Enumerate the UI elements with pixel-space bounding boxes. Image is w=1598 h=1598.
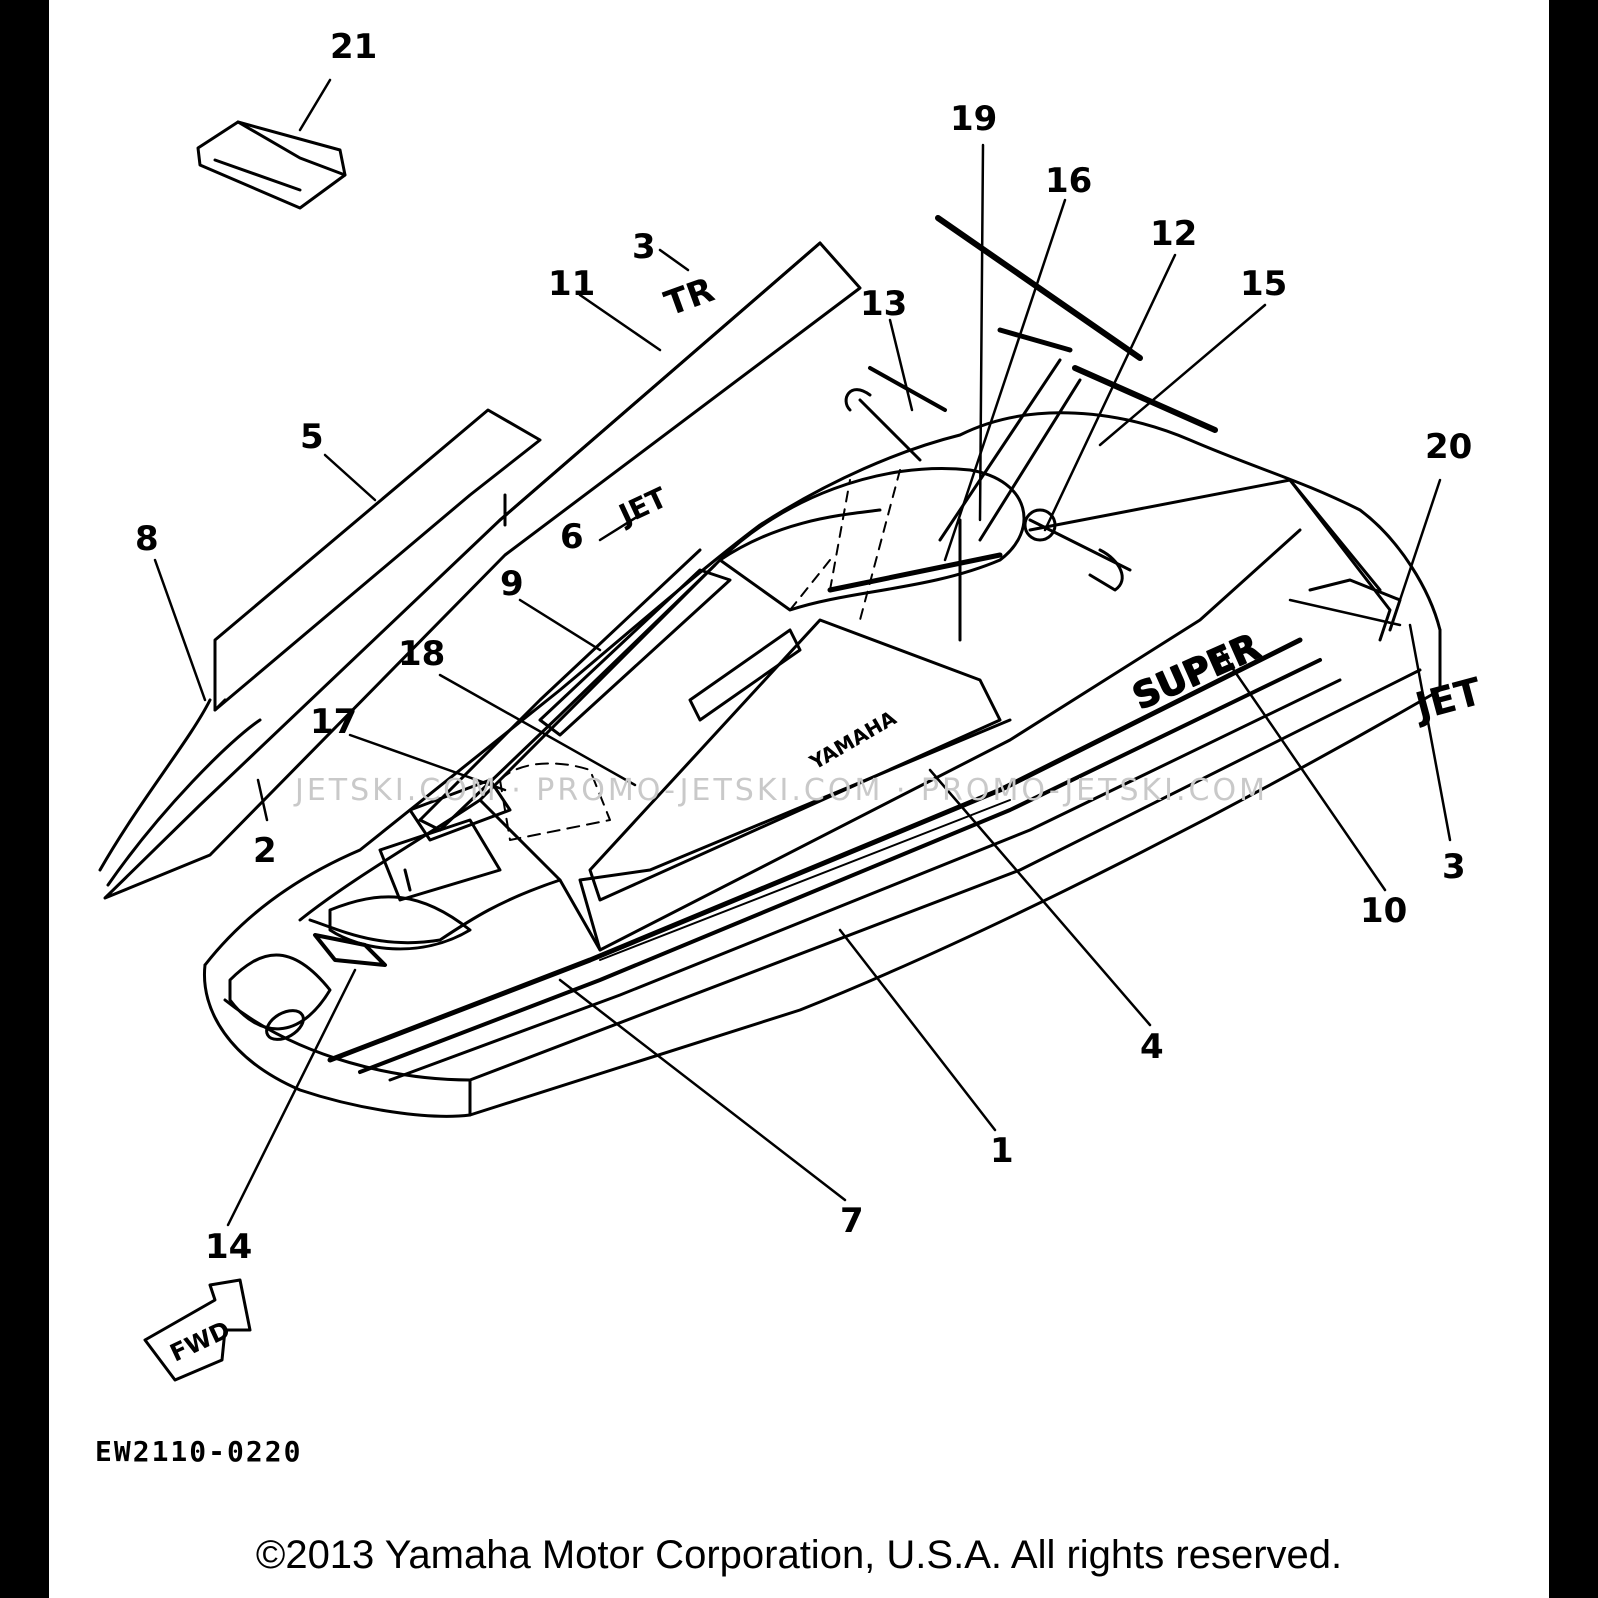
- callout-1: 1: [990, 1131, 1014, 1171]
- callout-20: 20: [1425, 427, 1472, 467]
- callout-2: 2: [253, 831, 277, 871]
- callout-6: 6: [560, 517, 584, 557]
- copyright-notice: ©2013 Yamaha Motor Corporation, U.S.A. A…: [255, 1533, 1343, 1577]
- part-8-2-strip: [98, 698, 262, 887]
- callout-numbers: 21 3 11 19 16 12 13 15 5 8 6 9 18 17 2 2…: [135, 27, 1472, 1267]
- part-21-pad: [196, 120, 347, 210]
- callout-3-top: 3: [632, 227, 656, 267]
- callout-7: 7: [840, 1201, 864, 1241]
- callout-21: 21: [330, 27, 377, 67]
- callout-12: 12: [1150, 214, 1197, 254]
- callout-5: 5: [300, 417, 324, 457]
- callout-11: 11: [548, 264, 595, 304]
- callout-10: 10: [1360, 891, 1407, 931]
- decal-jet-top: JET: [612, 481, 672, 532]
- decal-super: SUPER: [1127, 626, 1266, 718]
- callout-19: 19: [950, 99, 997, 139]
- callout-14: 14: [205, 1227, 252, 1267]
- callout-16: 16: [1045, 161, 1092, 201]
- callout-15: 15: [1240, 264, 1287, 304]
- decal-tr: TR: [659, 270, 719, 324]
- callout-17: 17: [310, 702, 357, 742]
- part-5-panel: [213, 408, 542, 712]
- part-11-side-strip: [103, 241, 862, 900]
- callout-8: 8: [135, 519, 159, 559]
- drawing-code: EW2110-0220: [95, 1435, 303, 1468]
- diagram-sheet: [49, 0, 1549, 1598]
- callout-3-right: 3: [1442, 847, 1466, 887]
- callout-13: 13: [860, 284, 907, 324]
- leader-lines: [153, 78, 1452, 1227]
- decal-yamaha: YAMAHA: [805, 705, 901, 774]
- hull-body: [202, 358, 1442, 1118]
- fwd-arrow: FWD: [143, 1278, 252, 1382]
- callout-9: 9: [500, 564, 524, 604]
- watermark-text: JETSKI.COM · PROMO-JETSKI.COM · PROMO-JE…: [293, 773, 1268, 808]
- callout-4: 4: [1140, 1027, 1164, 1067]
- callout-18: 18: [398, 634, 445, 674]
